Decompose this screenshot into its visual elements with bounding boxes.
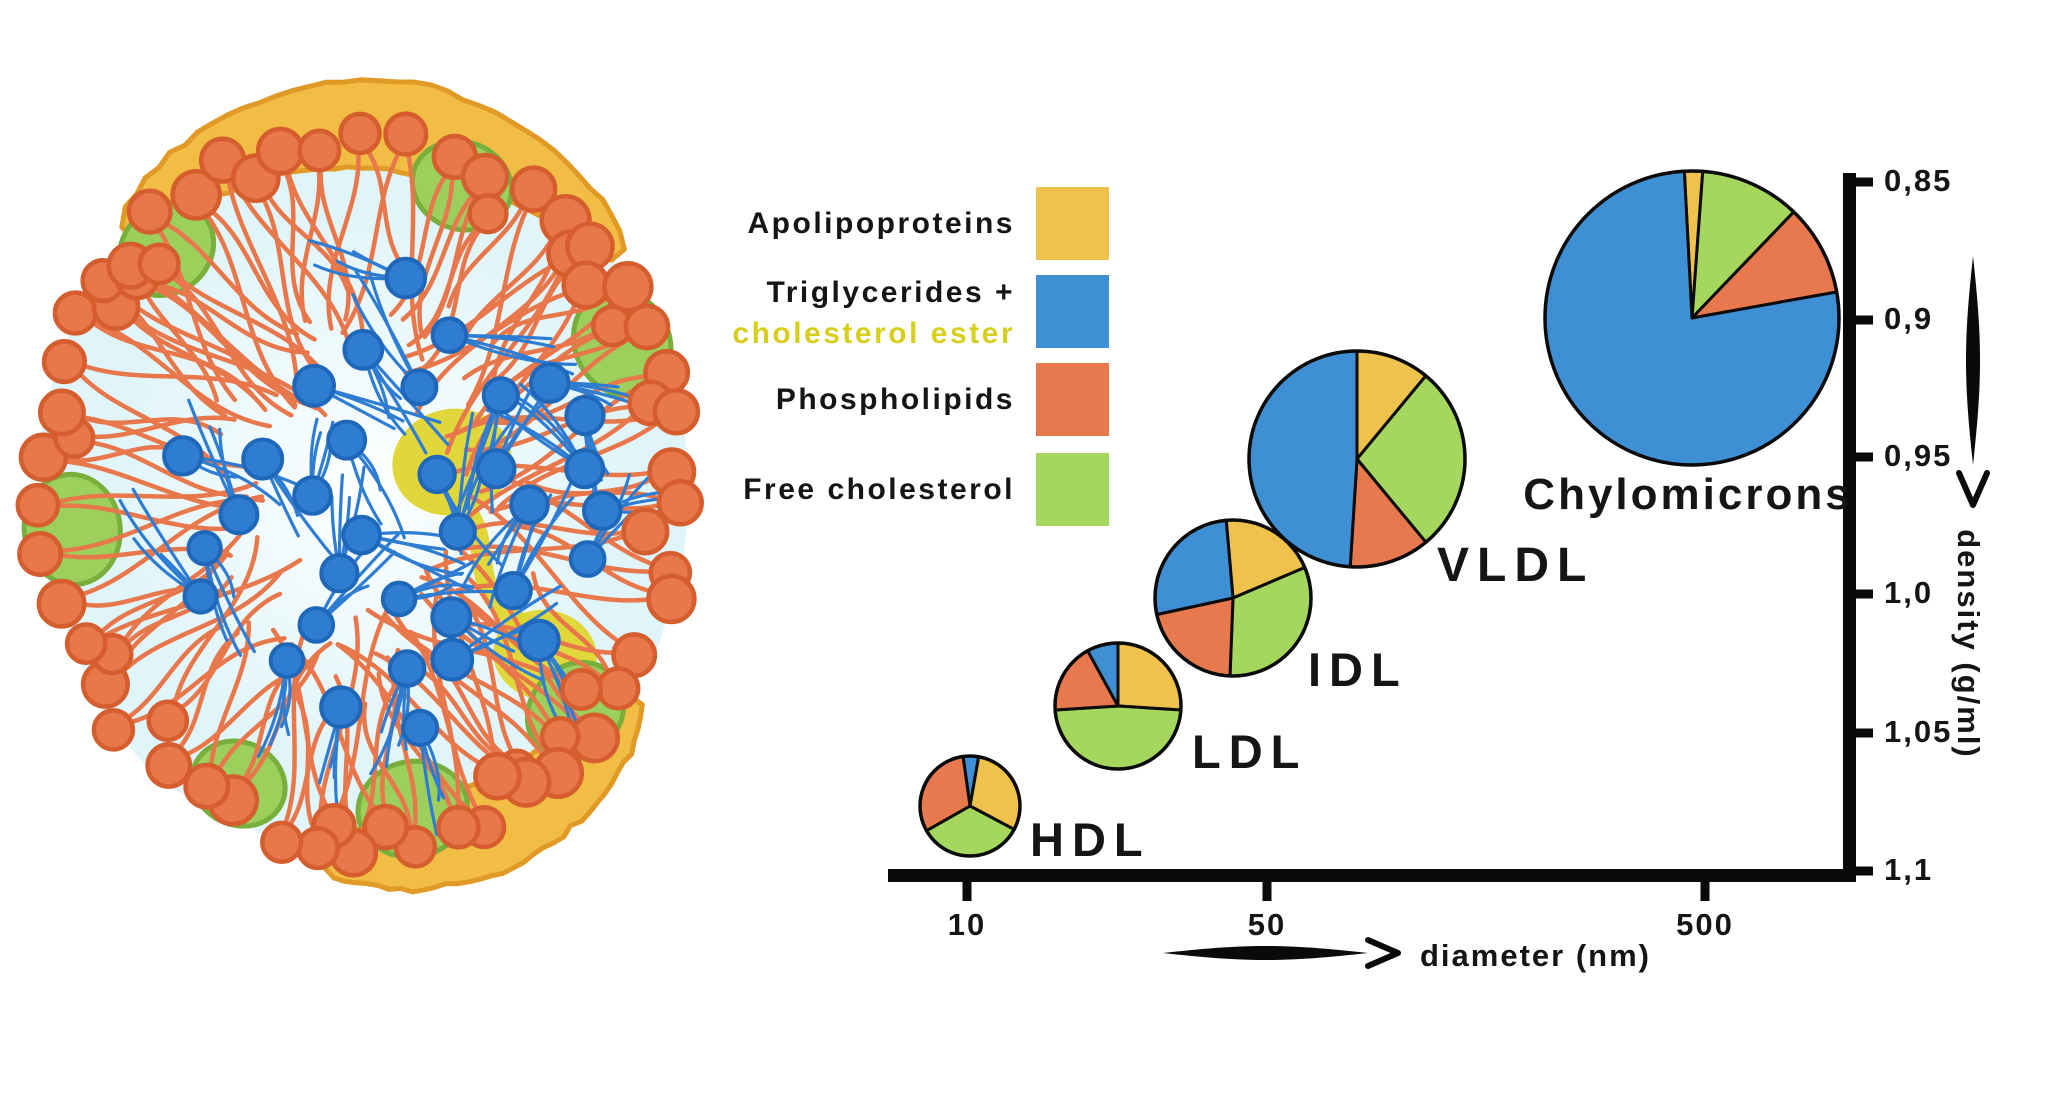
density-axis-line — [1843, 173, 1856, 881]
density-tick — [1854, 452, 1873, 462]
density-tick-label: 1,05 — [1884, 714, 1953, 749]
pie-outline — [1053, 641, 1183, 771]
density-tick-label: 0,85 — [1884, 163, 1953, 198]
pie-label-ldl: LDL — [1192, 725, 1308, 778]
legend-swatch-phospholipids — [1036, 363, 1109, 436]
legend-label-free-cholesterol: Free cholesterol — [743, 473, 1015, 506]
legend-item-triglycerides: Triglycerides + cholesterol ester — [640, 268, 1015, 358]
legend-swatch-triglycerides — [1036, 275, 1109, 348]
density-tick-label: 1,0 — [1884, 575, 1934, 610]
axes — [888, 173, 1990, 969]
diameter-tick — [962, 880, 972, 901]
legend-label-apolipoproteins: Apolipoproteins — [747, 207, 1015, 240]
pie-idl — [1153, 518, 1313, 678]
legend-swatch-apolipoproteins — [1036, 187, 1109, 260]
density-tick-label: 1,1 — [1884, 852, 1934, 887]
density-direction-arrow — [1966, 256, 1980, 465]
pie-slice-triglycerides_cholesterol_ester — [1153, 518, 1235, 616]
pie-outline — [1153, 518, 1313, 678]
density-tick-label: 0,95 — [1884, 438, 1953, 473]
diameter-tick — [1262, 880, 1272, 901]
pie-hdl — [918, 754, 1022, 858]
pie-ldl — [1053, 641, 1183, 771]
diameter-tick-label: 500 — [1676, 907, 1734, 942]
density-tick — [1854, 589, 1873, 599]
diameter-direction-arrow — [1163, 946, 1368, 960]
core-lipid-heads — [162, 256, 623, 748]
pie-outline — [918, 754, 1022, 858]
density-tick — [1854, 315, 1873, 325]
arrowhead-icon — [1365, 937, 1401, 969]
legend-label-triglycerides: Triglycerides + — [766, 276, 1015, 309]
legend-swatch-free-cholesterol — [1036, 453, 1109, 526]
pie-outline — [1247, 349, 1467, 569]
density-axis-label: density (g/ml) — [1951, 529, 1986, 759]
pie-label-hdl: HDL — [1030, 813, 1151, 866]
legend-label-cholesterol-ester: cholesterol ester — [732, 317, 1015, 350]
legend-item-apolipoproteins: Apolipoproteins — [640, 187, 1015, 260]
pie-slice-free_cholesterol — [1053, 704, 1183, 771]
legend-label-phospholipids: Phospholipids — [775, 383, 1015, 416]
arrowhead-icon — [1956, 470, 1990, 508]
legend-item-phospholipids: Phospholipids — [640, 363, 1015, 436]
diameter-tick-label: 50 — [1247, 907, 1287, 942]
diameter-axis-label: diameter (nm) — [1420, 938, 1651, 973]
diameter-tick — [1700, 880, 1710, 901]
pie-label-idl: IDL — [1308, 643, 1408, 696]
density-tick — [1854, 866, 1873, 876]
lipoprotein-illustration — [15, 77, 704, 895]
density-tick — [1854, 728, 1873, 738]
pie-chylomicrons — [1543, 169, 1841, 467]
phospholipid-heads — [15, 111, 704, 878]
pie-outline — [1543, 169, 1841, 467]
diameter-axis-line — [888, 869, 1856, 882]
diameter-tick-label: 10 — [947, 907, 987, 942]
pie-vldl — [1247, 349, 1467, 569]
density-tick — [1854, 177, 1873, 187]
pie-label-chylomicrons: Chylomicrons — [1523, 470, 1853, 519]
density-tick-label: 0,9 — [1884, 301, 1934, 336]
legend-item-free-cholesterol: Free cholesterol — [640, 453, 1015, 526]
pie-label-vldl: VLDL — [1437, 539, 1595, 592]
